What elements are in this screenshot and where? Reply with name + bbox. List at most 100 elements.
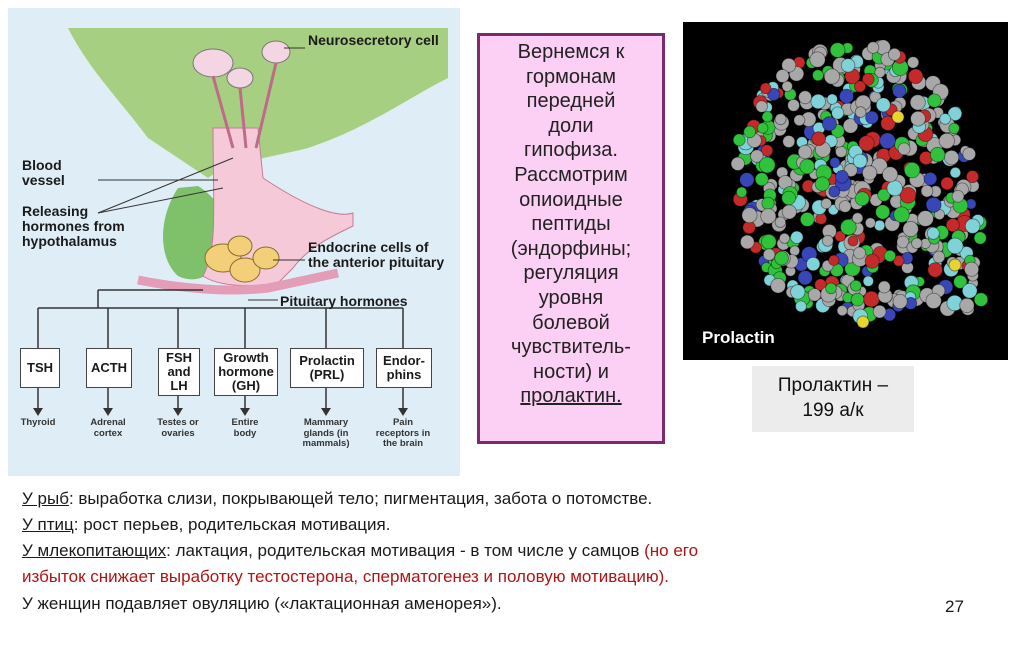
atom: [851, 293, 864, 306]
atom: [852, 213, 863, 224]
atom: [941, 177, 954, 190]
atom: [740, 235, 754, 249]
atom: [911, 111, 926, 126]
prolactin-image-label: Prolactin: [702, 328, 775, 348]
atom: [903, 221, 918, 236]
fish-text: : выработка слизи, покрывающей тело; пиг…: [69, 489, 652, 508]
atom: [965, 262, 979, 276]
atom: [771, 278, 786, 293]
atom: [791, 231, 803, 243]
fish-line: У рыб: выработка слизи, покрывающей тело…: [22, 489, 652, 509]
atom: [816, 213, 827, 224]
atom: [839, 201, 851, 213]
atom: [944, 150, 958, 164]
atom: [898, 143, 910, 155]
atom: [965, 219, 980, 234]
atom: [782, 191, 796, 205]
atom: [873, 305, 886, 318]
atom: [928, 263, 943, 278]
atom: [824, 69, 839, 84]
atom: [794, 115, 805, 126]
atom: [928, 94, 941, 107]
mammals-red-line: избыток снижает выработку тестостерона, …: [22, 567, 669, 587]
atom: [762, 111, 773, 122]
mammals-red-1: (но его: [644, 541, 698, 560]
atom: [855, 192, 869, 206]
releasing-hormones-label: Releasing hormones from hypothalamus: [22, 204, 132, 249]
sulfur-atom: [949, 259, 961, 271]
hormone-box-tsh: TSH: [20, 348, 60, 388]
atom: [865, 254, 879, 268]
pink-text-box: Вернемся к гормонам передней доли гипофи…: [477, 33, 665, 444]
atom: [776, 70, 789, 83]
atom: [810, 52, 825, 67]
atom: [894, 207, 910, 223]
atom: [796, 301, 807, 312]
sulfur-atom: [892, 111, 904, 123]
pink-line: пептиды: [480, 212, 662, 237]
atom: [912, 238, 923, 249]
neurosecretory-cell-label: Neurosecretory cell: [308, 33, 448, 48]
molecule-render: [683, 22, 1008, 360]
atom: [775, 217, 786, 228]
atom: [811, 94, 826, 109]
birds-text: : рост перьев, родительская мотивация.: [74, 515, 391, 534]
atom: [865, 218, 875, 228]
prolactin-molecule-image: Prolactin: [683, 22, 1008, 360]
hormone-box-acth: ACTH: [86, 348, 132, 388]
atom: [866, 111, 879, 124]
atom: [867, 42, 879, 54]
atom: [798, 271, 812, 285]
target-adrenal: Adrenal cortex: [86, 418, 130, 439]
atom: [736, 187, 746, 197]
pink-line: Рассмотрим: [480, 163, 662, 188]
atom: [926, 197, 941, 212]
atom: [876, 98, 890, 112]
atom: [874, 220, 885, 231]
atom: [783, 136, 795, 148]
birds-line: У птиц: рост перьев, родительская мотива…: [22, 515, 390, 535]
atom: [918, 211, 934, 227]
atom: [855, 107, 866, 118]
atom: [782, 205, 796, 219]
page-number: 27: [945, 597, 964, 617]
atom: [836, 170, 849, 183]
pink-line: доли: [480, 114, 662, 139]
atom: [949, 123, 960, 134]
atom: [850, 280, 861, 291]
atom: [940, 114, 951, 125]
atom: [878, 281, 890, 293]
atom: [800, 159, 815, 174]
hormone-box-prolactin: Prolactin (PRL): [290, 348, 364, 388]
prolactin-underlined: пролактин.: [520, 385, 621, 407]
atom: [853, 154, 867, 168]
atom: [761, 234, 776, 249]
hormone-box-endorphins: Endor-phins: [376, 348, 432, 388]
atom: [952, 190, 964, 202]
atom: [839, 89, 853, 103]
caption-line-1: Пролактин –: [752, 373, 914, 398]
atom: [893, 84, 906, 97]
atom: [950, 167, 961, 178]
atom: [848, 236, 858, 246]
atom: [788, 99, 800, 111]
atom: [884, 250, 895, 261]
target-body: Entire body: [220, 418, 270, 439]
pink-line: уровня: [480, 286, 662, 311]
atom: [974, 232, 986, 244]
atom: [960, 298, 974, 312]
atom: [756, 101, 768, 113]
atom: [731, 157, 744, 170]
atom: [757, 123, 768, 134]
atom: [904, 162, 920, 178]
atom: [822, 235, 833, 246]
atom: [962, 283, 977, 298]
mammals-text: : лактация, родительская мотивация - в т…: [166, 541, 644, 560]
atom: [946, 219, 959, 232]
mammals-label: У млекопитающих: [22, 541, 166, 560]
atom: [837, 306, 847, 316]
women-line: У женщин подавляет овуляцию («лактационн…: [22, 594, 502, 614]
atom: [742, 208, 757, 223]
atom: [939, 133, 954, 148]
atom: [887, 181, 902, 196]
